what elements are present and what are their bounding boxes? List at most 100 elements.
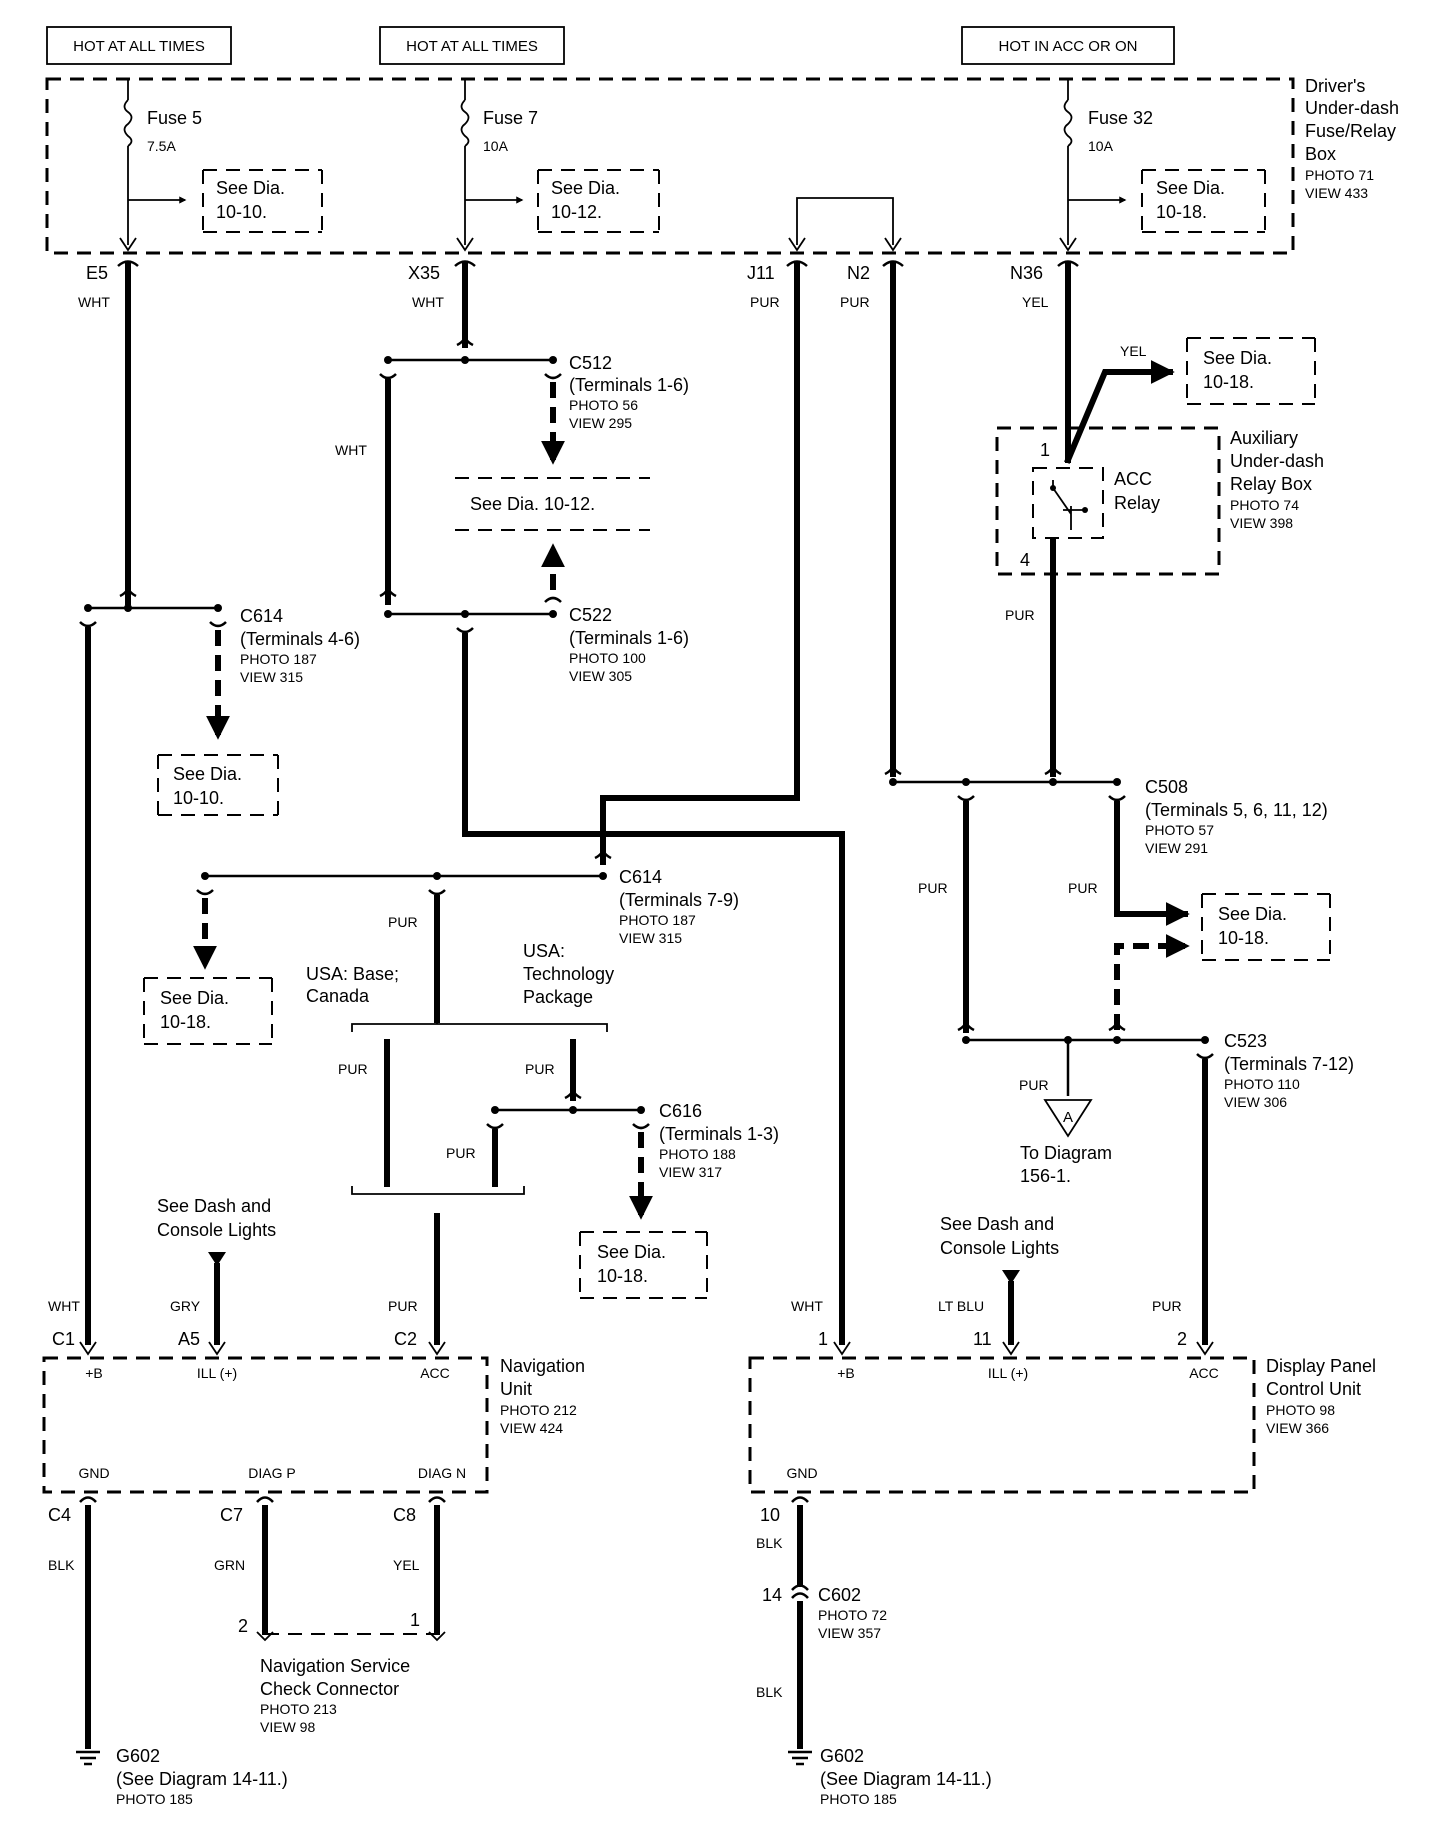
svg-text:YEL: YEL: [393, 1557, 420, 1573]
source-box-right: HOT IN ACC OR ON: [961, 26, 1175, 65]
svg-text:1: 1: [410, 1610, 420, 1630]
svg-text:See Dia.: See Dia.: [173, 764, 242, 784]
svg-text:BLK: BLK: [756, 1535, 783, 1551]
svg-text:7.5A: 7.5A: [147, 138, 176, 154]
svg-text:HOT IN ACC OR ON: HOT IN ACC OR ON: [999, 38, 1138, 55]
svg-text:Control Unit: Control Unit: [1266, 1379, 1361, 1399]
svg-text:Fuse 7: Fuse 7: [483, 108, 538, 128]
option-labels: USA: Base; Canada USA: Technology Packag…: [306, 941, 614, 1007]
svg-text:Relay: Relay: [1114, 493, 1160, 513]
svg-text:(Terminals 1-3): (Terminals 1-3): [659, 1124, 779, 1144]
connector-c523: C523 (Terminals 7-12) PHOTO 110 VIEW 306: [1224, 1031, 1354, 1110]
svg-text:PHOTO 71: PHOTO 71: [1305, 167, 1374, 183]
fuse-7: Fuse 7 10A See Dia. 10-12.: [460, 99, 660, 245]
svg-text:GND: GND: [78, 1465, 109, 1481]
source-box-left: HOT AT ALL TIMES: [46, 26, 232, 65]
svg-text:10-10.: 10-10.: [173, 788, 224, 808]
svg-text:ACC: ACC: [420, 1365, 450, 1381]
svg-text:J11: J11: [747, 263, 775, 283]
option-bracket-top: [351, 1023, 608, 1032]
svg-text:C616: C616: [659, 1101, 702, 1121]
svg-text:(Terminals 1-6): (Terminals 1-6): [569, 375, 689, 395]
svg-text:C614: C614: [240, 606, 283, 626]
svg-text:DIAG P: DIAG P: [248, 1465, 295, 1481]
dash-lights-nav: See Dash and Console Lights: [157, 1196, 276, 1240]
svg-text:PHOTO 212: PHOTO 212: [500, 1402, 577, 1418]
svg-text:See Dia.: See Dia.: [1218, 904, 1287, 924]
svg-text:10A: 10A: [1088, 138, 1114, 154]
svg-text:A5: A5: [178, 1329, 200, 1349]
svg-text:PHOTO 110: PHOTO 110: [1224, 1076, 1300, 1092]
svg-text:See Dash and: See Dash and: [157, 1196, 271, 1216]
dpcu-pin-names: +B ILL (+) ACC GND: [786, 1365, 1218, 1481]
connector-c508: C508 (Terminals 5, 6, 11, 12) PHOTO 57 V…: [1145, 777, 1328, 856]
fuse-5: Fuse 5 7.5A See Dia. 10-10.: [123, 99, 323, 245]
wire-j11-pur: [600, 261, 800, 865]
svg-text:VIEW 306: VIEW 306: [1224, 1094, 1287, 1110]
svg-text:PHOTO 185: PHOTO 185: [820, 1791, 897, 1807]
ground-icon-dpcu: [788, 1750, 812, 1766]
wire-label-pur-c616: PUR: [446, 1145, 476, 1161]
svg-text:G602: G602: [820, 1746, 864, 1766]
svg-text:VIEW 98: VIEW 98: [260, 1719, 315, 1735]
svg-text:Under-dash: Under-dash: [1305, 98, 1399, 118]
ref-box-relay: See Dia. 10-18.: [1186, 337, 1316, 405]
aux-relay-box: [995, 426, 1221, 576]
svg-text:DIAG N: DIAG N: [418, 1465, 466, 1481]
fuse-32: Fuse 32 10A See Dia. 10-18.: [1063, 99, 1266, 245]
ground-icon-nav: [76, 1750, 100, 1766]
svg-text:N2: N2: [847, 263, 870, 283]
svg-text:PHOTO 100: PHOTO 100: [569, 650, 646, 666]
ref-box-c614a: See Dia. 10-10.: [157, 754, 279, 816]
svg-text:(Terminals 7-9): (Terminals 7-9): [619, 890, 739, 910]
svg-text:+B: +B: [837, 1365, 855, 1381]
connector-c614a: C614 (Terminals 4-6) PHOTO 187 VIEW 315: [240, 606, 360, 685]
svg-text:Console Lights: Console Lights: [940, 1238, 1059, 1258]
svg-text:ILL (+): ILL (+): [988, 1365, 1028, 1381]
source-box-middle: HOT AT ALL TIMES: [379, 26, 565, 65]
svg-text:10-18.: 10-18.: [1203, 372, 1254, 392]
dash-lights-dpcu: See Dash and Console Lights: [940, 1214, 1059, 1258]
ref-box-fuse5: [202, 169, 323, 233]
svg-text:VIEW 398: VIEW 398: [1230, 515, 1293, 531]
dpcu-title: Display Panel Control Unit PHOTO 98 VIEW…: [1266, 1356, 1376, 1436]
svg-text:See Dia.: See Dia.: [1203, 348, 1272, 368]
svg-text:Driver's: Driver's: [1305, 76, 1365, 96]
connector-c512: C512 (Terminals 1-6) PHOTO 56 VIEW 295: [569, 353, 689, 431]
svg-text:See Dash and: See Dash and: [940, 1214, 1054, 1234]
svg-text:G602: G602: [116, 1746, 160, 1766]
aux-relay-box-title: Auxiliary Under-dash Relay Box PHOTO 74 …: [1230, 428, 1324, 531]
connector-c616: C616 (Terminals 1-3) PHOTO 188 VIEW 317: [659, 1101, 779, 1180]
svg-text:Fuse 5: Fuse 5: [147, 108, 202, 128]
svg-text:Navigation Service: Navigation Service: [260, 1656, 410, 1676]
svg-text:Under-dash: Under-dash: [1230, 451, 1324, 471]
offpage-label: To Diagram 156-1.: [1020, 1143, 1112, 1186]
svg-text:10-18.: 10-18.: [1218, 928, 1269, 948]
svg-text:ACC: ACC: [1189, 1365, 1219, 1381]
svg-text:C4: C4: [48, 1505, 71, 1525]
svg-text:VIEW 317: VIEW 317: [659, 1164, 722, 1180]
nav-pins-labels: WHT GRY PUR C1 A5 C2: [48, 1298, 418, 1349]
fuse-box-title: Driver's Under-dash Fuse/Relay Box PHOTO…: [1305, 76, 1399, 201]
svg-text:VIEW 366: VIEW 366: [1266, 1420, 1329, 1436]
svg-text:X35: X35: [408, 263, 440, 283]
nav-unit-title: Navigation Unit PHOTO 212 VIEW 424: [500, 1356, 585, 1436]
wire-label-pur-c508a: PUR: [918, 880, 948, 896]
svg-text:PHOTO 72: PHOTO 72: [818, 1607, 887, 1623]
ground-label-dpcu: G602 (See Diagram 14-11.) PHOTO 185: [820, 1746, 992, 1807]
svg-text:A: A: [1063, 1109, 1073, 1126]
svg-text:PHOTO 188: PHOTO 188: [659, 1146, 736, 1162]
svg-text:GRN: GRN: [214, 1557, 245, 1573]
svg-text:PUR: PUR: [840, 294, 870, 310]
svg-text:BLK: BLK: [48, 1557, 75, 1573]
connector-c602: 14 C602 PHOTO 72 VIEW 357: [762, 1585, 887, 1641]
svg-text:11: 11: [973, 1329, 992, 1349]
svg-text:PHOTO 187: PHOTO 187: [619, 912, 696, 928]
svg-text:GRY: GRY: [170, 1298, 201, 1314]
navigation-unit: [42, 1356, 489, 1494]
svg-text:10-10.: 10-10.: [216, 202, 267, 222]
svg-text:C522: C522: [569, 605, 612, 625]
svg-text:See Dia.: See Dia.: [597, 1242, 666, 1262]
wire-label-pur-c508b: PUR: [1068, 880, 1098, 896]
svg-text:10-18.: 10-18.: [597, 1266, 648, 1286]
